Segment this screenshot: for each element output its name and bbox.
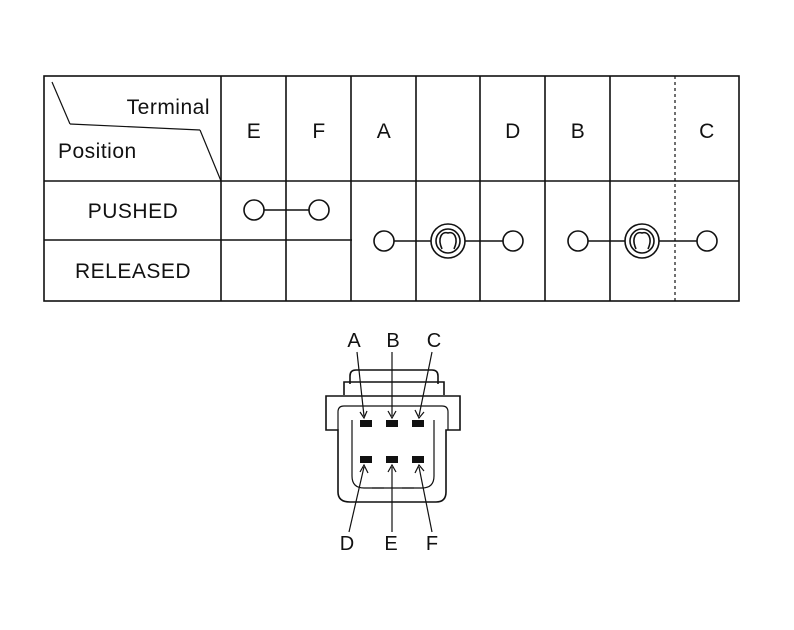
terminal-label-E: E — [247, 120, 262, 143]
continuity-table: Terminal Position E F A D B C PUSHED REL… — [43, 75, 740, 302]
terminal-circle — [243, 199, 265, 221]
connector-housing — [325, 395, 461, 503]
pin-D — [360, 456, 372, 463]
bulb-icon — [430, 223, 466, 259]
leader-arrow — [418, 466, 433, 533]
pin-label-C: C — [427, 330, 441, 352]
leader-arrow — [356, 351, 365, 417]
header-diagonal — [199, 129, 222, 182]
terminal-circle — [373, 230, 395, 252]
pin-C — [412, 420, 424, 427]
pin-A — [360, 420, 372, 427]
pin-F — [412, 456, 424, 463]
pin-label-A: A — [347, 330, 361, 352]
leader-arrow — [359, 463, 369, 474]
terminal-label-F: F — [312, 120, 325, 143]
leader-arrow — [348, 466, 365, 533]
connector-inner — [351, 420, 435, 489]
terminal-label-C: C — [699, 120, 715, 143]
pin-label-B: B — [386, 330, 399, 352]
pin-label-F: F — [426, 533, 438, 555]
bulb-icon — [624, 223, 660, 259]
row-label-pushed: PUSHED — [88, 200, 179, 223]
pin-label-D: D — [340, 533, 354, 555]
table-border — [43, 75, 740, 302]
connector-face: A B C D E F — [325, 330, 461, 555]
terminal-circle — [308, 199, 330, 221]
header-position: Position — [58, 140, 137, 163]
pushed-continuity — [243, 199, 330, 221]
connector-latch — [343, 381, 445, 395]
released-continuity — [373, 223, 718, 259]
terminal-label-A: A — [377, 120, 392, 143]
header-terminal: Terminal — [127, 96, 210, 119]
leader-arrow — [418, 351, 433, 417]
terminal-label-B: B — [571, 120, 586, 143]
terminal-label-D: D — [505, 120, 521, 143]
leader-arrow — [387, 410, 397, 420]
connector-inner — [337, 405, 449, 430]
leader-arrow — [414, 463, 425, 474]
leader-arrow — [414, 409, 425, 420]
terminal-circle — [567, 230, 589, 252]
terminal-circle — [502, 230, 524, 252]
pin-label-E: E — [384, 533, 397, 555]
connector-latch — [349, 369, 439, 384]
pin-B — [386, 420, 398, 427]
header-diagonal — [69, 123, 201, 131]
header-diagonal — [51, 81, 71, 125]
row-label-released: RELEASED — [75, 260, 191, 283]
terminal-circle — [696, 230, 718, 252]
leader-arrow — [359, 410, 368, 420]
pin-E — [386, 456, 398, 463]
leader-arrow — [387, 463, 397, 473]
